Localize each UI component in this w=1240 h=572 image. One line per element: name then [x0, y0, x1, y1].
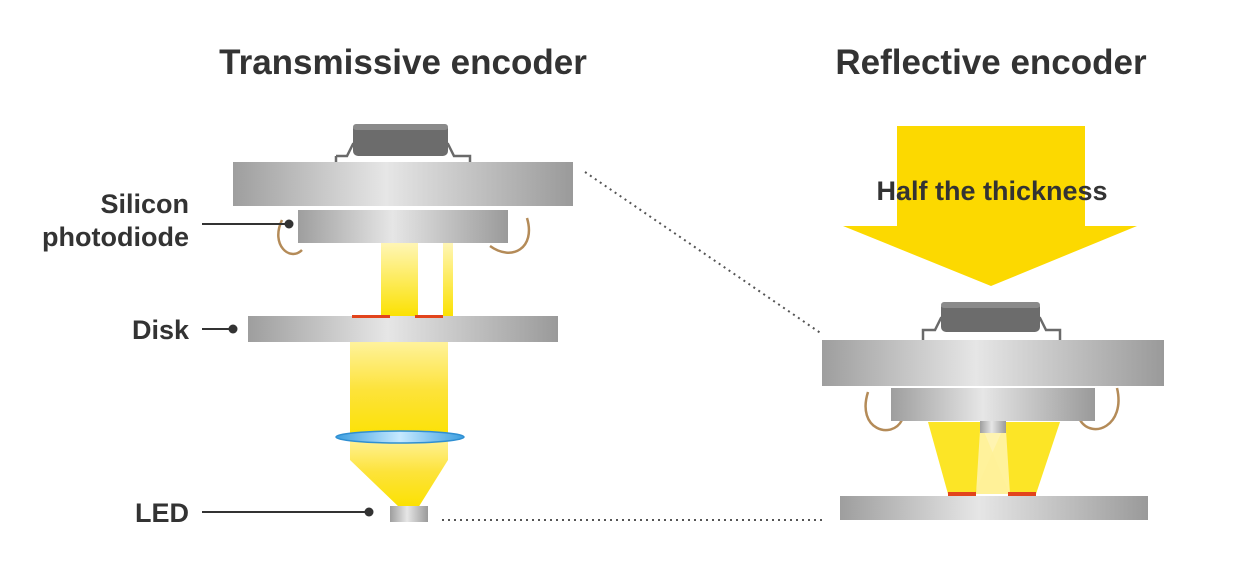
half-thickness-arrow: Half the thickness	[843, 126, 1137, 286]
label-led: LED	[135, 498, 189, 528]
bond-wire-right	[489, 217, 530, 254]
reflect-disk	[840, 496, 1148, 520]
led-light-cone	[350, 436, 448, 508]
led	[390, 506, 428, 522]
reflective-title: Reflective encoder	[835, 43, 1147, 82]
arrow-text: Half the thickness	[876, 176, 1107, 206]
reflect-top-plate	[822, 340, 1164, 386]
top-plate	[233, 162, 573, 206]
arrow-shape	[843, 126, 1137, 286]
reflect-wire-left	[864, 391, 904, 432]
lens	[335, 430, 465, 444]
reflect-sensor	[891, 388, 1095, 421]
disk-slit-1	[352, 315, 390, 318]
reflect-beam-center	[976, 430, 1010, 494]
label-photodiode: photodiode	[42, 222, 189, 252]
light-beam-1	[381, 242, 418, 317]
collimated-light	[350, 340, 448, 440]
bond-wire-left	[277, 219, 303, 256]
transmissive-encoder	[233, 124, 573, 522]
reflect-slit-2	[1008, 492, 1036, 496]
transmissive-title: Transmissive encoder	[219, 43, 587, 82]
label-silicon: Silicon	[100, 189, 189, 219]
reflect-led	[980, 421, 1006, 433]
reflect-wire-right	[1078, 387, 1120, 431]
light-beam-2	[443, 242, 453, 317]
disk	[248, 316, 558, 342]
dotted-line-top	[584, 171, 823, 335]
chip	[353, 124, 448, 156]
label-disk: Disk	[132, 315, 190, 345]
reflect-chip	[941, 302, 1040, 332]
silicon-photodiode	[298, 210, 508, 243]
reflect-slit-1	[948, 492, 976, 496]
reflective-encoder	[822, 302, 1164, 520]
disk-slit-2	[415, 315, 443, 318]
